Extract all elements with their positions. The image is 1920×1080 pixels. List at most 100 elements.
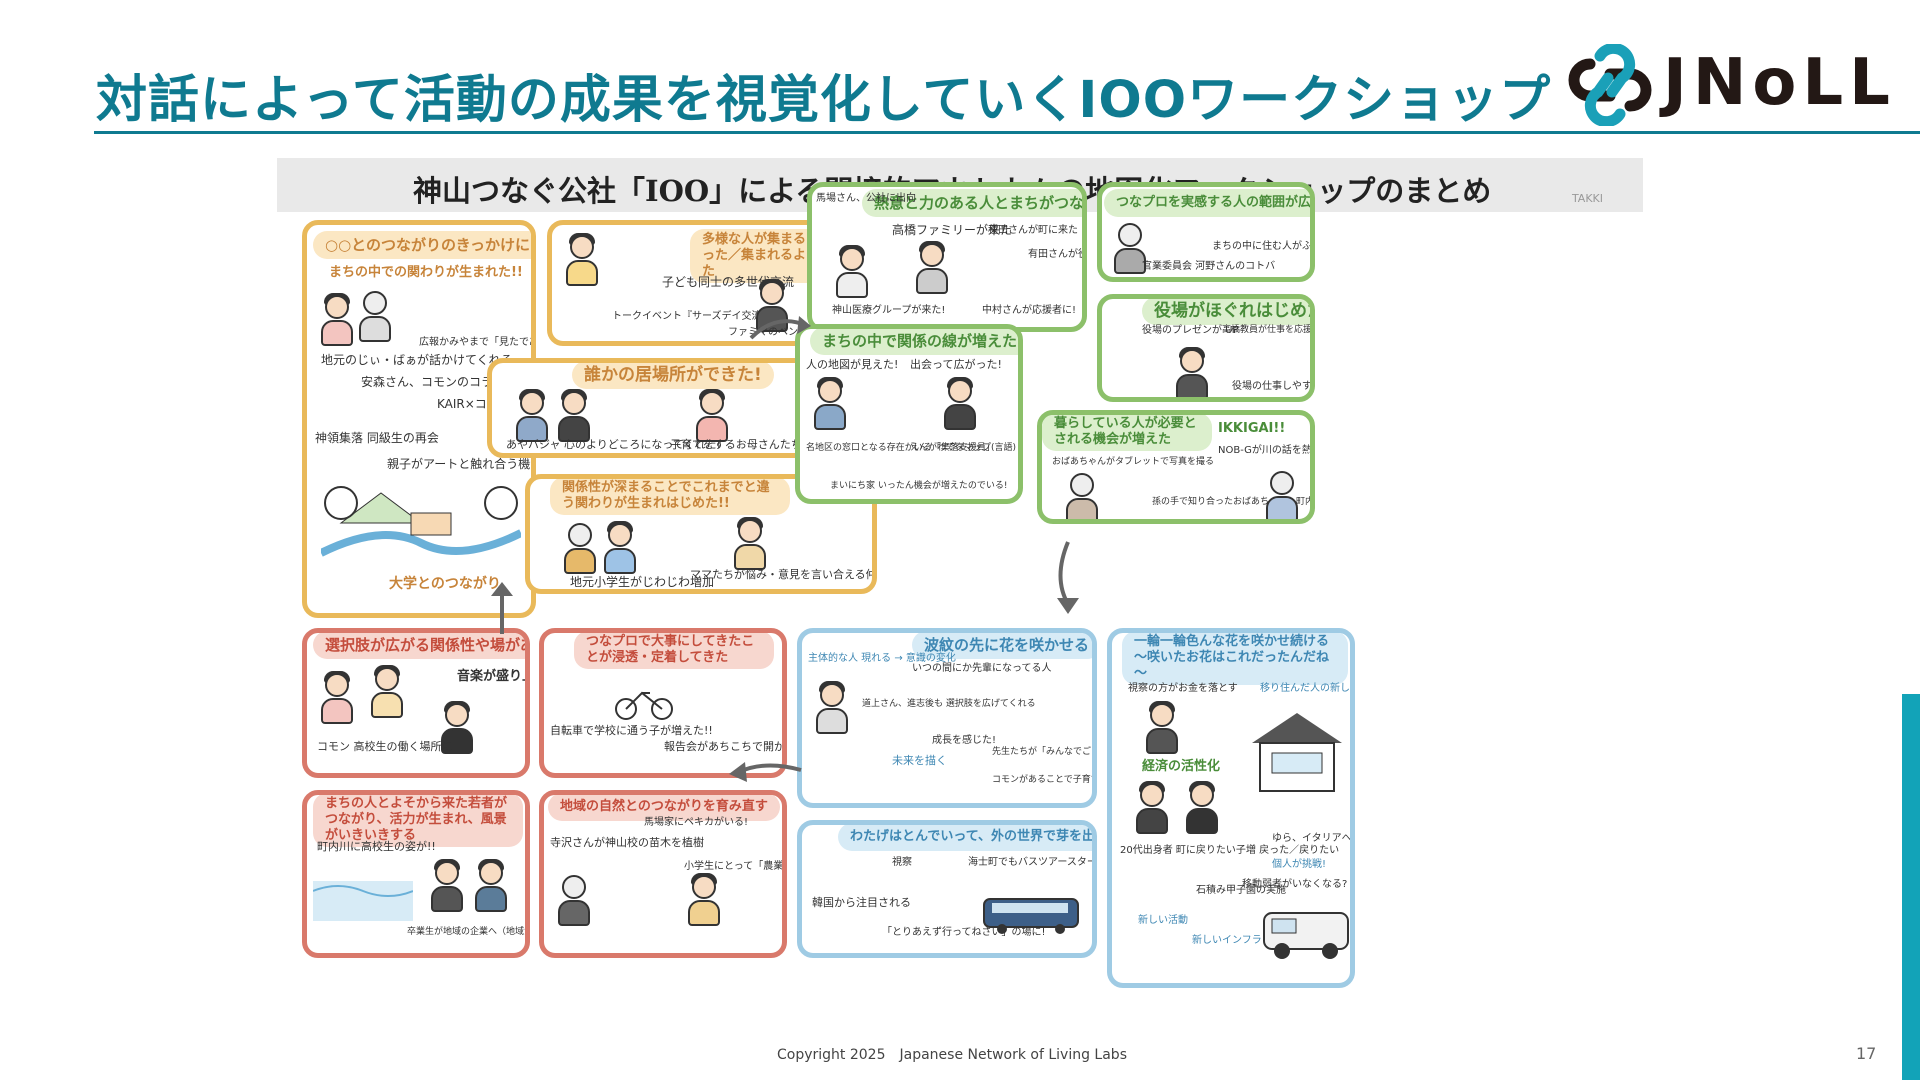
title-divider xyxy=(94,131,1920,134)
panel-note: 親子がアートと触れ合う機会に xyxy=(387,457,531,471)
panel-heading: つなプロを実感する人の範囲が広がった xyxy=(1104,189,1310,217)
panel-note: 出会って広がった! xyxy=(910,358,1002,371)
panel-note: 移り住んだ人の新しい仕事・取組 xyxy=(1260,683,1350,694)
panel-passionate-people: 熱意と力のある人とまちがつながった! 馬場さん、公社に出向 高橋ファミリーが来た… xyxy=(807,182,1087,332)
panel-note: 寺沢さんが神山校の苗木を植樹 xyxy=(550,836,704,849)
flow-arrow-icon xyxy=(1057,541,1079,614)
panel-note: 韓国から注目される xyxy=(812,896,911,909)
panel-note: 新しい活動 xyxy=(1138,915,1188,926)
panel-heading: 一輪一輪色んな花を咲かせ続ける～咲いたお花はこれだったんだね～ xyxy=(1122,633,1348,685)
bicycle-icon xyxy=(615,691,673,720)
panel-note: 自転車で学校に通う子が増えた!! xyxy=(550,724,713,737)
panel-note: 「とりあえず行ってねさい」の場に! xyxy=(882,927,1046,938)
person-illustration xyxy=(317,671,357,725)
panel-note: 20代出身者 町に戻りたい子増 戻った／戻りたい xyxy=(1120,845,1340,856)
person-illustration xyxy=(1262,471,1302,519)
person-illustration xyxy=(1110,223,1150,275)
panel-heading: 熱意と力のある人とまちがつながった! xyxy=(862,189,1082,217)
panel-note: 馬場家にペキカがいる! xyxy=(644,817,749,828)
panel-heading: 関係性が深まることでこれまでと違う関わりが生まれはじめた!! xyxy=(550,479,790,515)
panel-note: 石積み甲子園の実施 xyxy=(1196,885,1286,896)
panel-note: 神山医療グループが来た! xyxy=(832,305,946,316)
panel-note: 人の地図が見えた! xyxy=(806,358,899,371)
panel-note: NOB-Gが川の話を熱く語る xyxy=(1218,445,1312,456)
person-illustration xyxy=(562,233,602,287)
logo-text: JNoLL xyxy=(1663,46,1896,120)
panel-note: 主体的な人 現れる → 意識の変化 xyxy=(808,653,956,664)
person-illustration xyxy=(554,389,594,443)
panel-note: 小学生にとって「農業」がかっこいい仕事に xyxy=(684,861,784,872)
panel-heading: わたげはとんでいって、外の世界で芽を出した xyxy=(838,825,1092,851)
slide-title: 対話によって活動の成果を視覚化していくIOOワークショップ xyxy=(96,71,1552,130)
person-illustration xyxy=(427,859,467,913)
person-illustration xyxy=(367,665,407,719)
person-illustration xyxy=(684,873,724,927)
workshop-graphic-recording: 神山つなぐ公社「IOO」による間接的アウトカムの地図化ワークショップのまとめ T… xyxy=(277,158,1643,1008)
flow-arrow-icon xyxy=(749,316,811,340)
panel-blooming-flowers: 一輪一輪色んな花を咲かせ続ける～咲いたお花はこれだったんだね～ 視察の方がお金を… xyxy=(1107,628,1355,988)
panel-ripples: 波紋の先に花を咲かせる 主体的な人 現れる → 意識の変化 いつの間にか先輩にな… xyxy=(797,628,1097,808)
panel-heading: まちの中で関係の線が増えた! xyxy=(810,329,1018,355)
panel-note: まちの中に住む人がふえた xyxy=(1212,241,1312,252)
panel-relationship-lines: まちの中で関係の線が増えた! 人の地図が見えた! 出会って広がった! 名地区の窓… xyxy=(795,324,1023,504)
panel-note: ママたちが悩み・意見を言い合える仲に! xyxy=(690,568,877,581)
panel-note: 個人が挑戦! xyxy=(1272,859,1327,870)
panel-heading: つなプロで大事にしてきたことが浸透・定着してきた xyxy=(574,633,774,669)
panel-note: えんがわでタマップ(言語) xyxy=(910,443,1017,453)
person-illustration xyxy=(832,245,872,299)
panel-note: 報告会があちこちで開かれている xyxy=(664,740,785,753)
side-accent-bar xyxy=(1902,694,1920,1080)
river-town-illustration xyxy=(321,486,521,557)
panel-note: 卒業生が地域の企業へ（地域が元気になる） xyxy=(407,927,525,937)
panel-note: コモン 高校生の働く場所に xyxy=(317,740,453,753)
panel-heading: まちの人とよそから来た若者がつながり、活力が生まれ、風景がいきいきする xyxy=(313,795,523,847)
copyright-footer: Copyright 2025 Japanese Network of Livin… xyxy=(777,1047,1127,1063)
knot-icon xyxy=(1568,42,1652,128)
panel-heading: 役場がほぐれはじめた xyxy=(1142,299,1310,325)
person-illustration xyxy=(810,377,850,431)
panel-heading: 暮らしている人が必要とされる機会が増えた xyxy=(1042,415,1212,451)
panel-note: 種田さんが町に来た xyxy=(988,225,1078,236)
person-illustration xyxy=(560,523,600,575)
panel-note: 音楽が盛り上がる♪ xyxy=(457,669,525,684)
panel-note: 官業委員会 河野さんのコトバ xyxy=(1142,261,1276,272)
panel-note: 馬場さん、公社に出向 xyxy=(816,193,916,204)
person-illustration xyxy=(692,389,732,443)
panel-note: 地元のじぃ・ばぁが話かけてくれる xyxy=(321,353,513,367)
panel-note: 地元小学生がじわじわ増加 xyxy=(570,575,715,589)
panel-heading: ○○とのつながりのきっかけになった!! xyxy=(313,231,531,259)
panel-note: 高橋教員が仕事を応援してくれる! xyxy=(1222,325,1313,335)
person-illustration xyxy=(940,377,980,431)
panel-note: 役場の仕事しやすい増えた! xyxy=(1232,381,1312,392)
panel-note: 高橋ファミリーが来た xyxy=(892,223,1013,237)
person-illustration xyxy=(471,859,511,913)
panel-note: 視察 xyxy=(892,857,912,868)
panel-young-and-locals: まちの人とよそから来た若者がつながり、活力が生まれ、風景がいきいきする 町内川に… xyxy=(302,790,530,958)
person-illustration xyxy=(1182,781,1222,835)
person-illustration xyxy=(554,875,594,927)
panel-note: トークイベント『サーズデイ交流』 xyxy=(612,311,772,322)
person-illustration xyxy=(355,291,395,343)
panel-note: 道上さん、進志後も 選択肢を広げてくれる xyxy=(862,699,1036,709)
panel-note: 中村さんが応援者に! xyxy=(982,305,1077,316)
panel-note: 成長を感じた! xyxy=(932,735,997,746)
artist-signature: TAKKI xyxy=(1571,192,1603,205)
person-illustration xyxy=(317,293,357,347)
panel-note: 海士町でもバスツアースタート!「わがまちこバスツアー」 xyxy=(968,857,1097,868)
page-number: 17 xyxy=(1856,1044,1877,1063)
person-illustration xyxy=(812,681,852,735)
flow-arrow-icon xyxy=(729,762,802,782)
panel-note: 名地区の窓口となる存在がいる「集落支援員」 xyxy=(806,443,995,453)
panel-subheading: まちの中での関わりが生まれた!! xyxy=(329,265,523,280)
panel-heading: 選択肢が広がる関係性や場がある xyxy=(313,633,525,659)
person-illustration xyxy=(437,701,477,755)
panel-options-expand: 選択肢が広がる関係性や場がある 音楽が盛り上がる♪ コモン 高校生の働く場所に xyxy=(302,628,530,778)
flow-arrow-icon xyxy=(491,582,513,634)
panel-note: 有田さんが役場に xyxy=(1028,249,1087,260)
panel-town-office: 役場がほぐれはじめた 役場のプレゼンが UP 高橋教員が仕事を応援してくれる! … xyxy=(1097,294,1315,402)
panel-note: 町内川に高校生の姿が!! xyxy=(317,840,436,853)
panel-values-established: つなプロで大事にしてきたことが浸透・定着してきた 自転車で学校に通う子が増えた!… xyxy=(539,628,787,778)
river-scene-illustration xyxy=(313,881,413,921)
panel-heading: 誰かの居場所ができた! xyxy=(572,363,774,389)
panel-note: コモンがあることで子育てする未来も描けた!! xyxy=(992,775,1092,785)
